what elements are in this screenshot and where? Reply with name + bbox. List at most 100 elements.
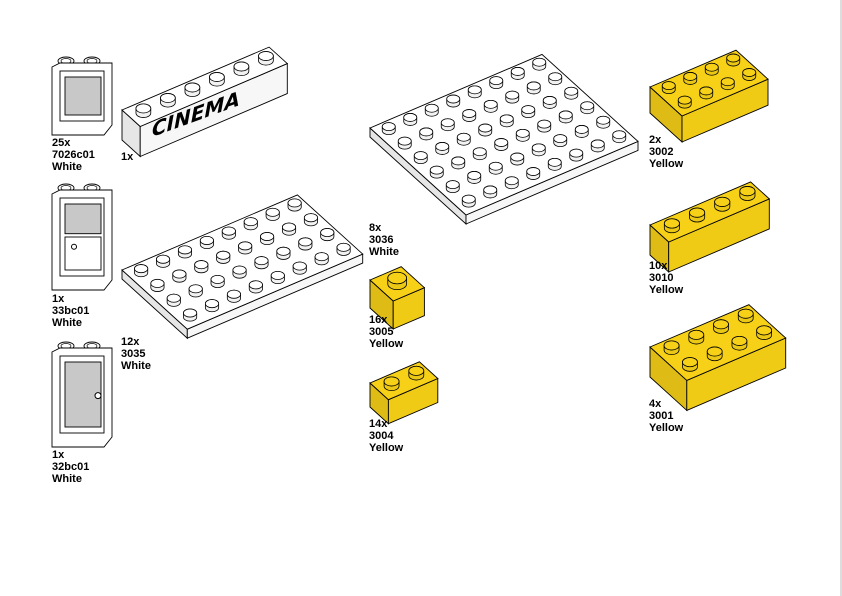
stud [688, 329, 705, 345]
brick-3004 [369, 361, 439, 425]
part-color: Yellow [369, 442, 404, 454]
stud [739, 186, 756, 201]
stud [737, 308, 754, 324]
stud [706, 346, 723, 362]
stud [704, 62, 719, 76]
stud [478, 123, 493, 137]
part-color: Yellow [649, 158, 684, 170]
stud [504, 176, 519, 190]
stud [265, 207, 280, 221]
page-edge [840, 0, 842, 596]
stud [547, 157, 562, 171]
part-color: White [52, 317, 82, 329]
stud [526, 167, 541, 180]
part-number: 3004 [369, 430, 394, 442]
stud [564, 86, 579, 100]
part-label-3004: 14x 3004 Yellow [369, 418, 403, 454]
part-number: 3001 [649, 410, 674, 422]
stud [731, 335, 748, 351]
part-color: White [121, 360, 151, 372]
stud [663, 340, 680, 355]
stud [510, 152, 525, 166]
stud [489, 76, 504, 90]
qty: 1x [52, 449, 65, 461]
stud [461, 194, 476, 208]
stud [526, 81, 541, 95]
stud [569, 148, 584, 162]
stud [183, 308, 198, 322]
stud [663, 218, 680, 234]
part-label-33bc01: 1x 33bc01 White [52, 293, 89, 329]
stud [287, 198, 302, 212]
brick-3001 [649, 304, 787, 412]
stud [135, 103, 152, 118]
stud [456, 132, 471, 146]
stud [160, 93, 176, 108]
door-33bc01 [51, 183, 113, 291]
part-color: White [369, 246, 399, 258]
stud [303, 213, 318, 227]
part-label-3035: 12x 3035 White [121, 336, 151, 372]
stud [292, 261, 307, 275]
stud [413, 151, 428, 165]
qty: 10x [649, 260, 668, 272]
stud [233, 61, 250, 76]
stud [166, 293, 181, 307]
stud [445, 180, 460, 194]
stud [276, 246, 291, 260]
stud [699, 86, 714, 100]
part-label-3005: 16x 3005 Yellow [369, 314, 403, 350]
stud [210, 274, 225, 288]
stud [683, 72, 698, 85]
stud [298, 237, 313, 251]
stud [574, 125, 589, 138]
part-label-3036: 8x 3036 White [369, 222, 399, 258]
stud [383, 376, 400, 392]
stud [505, 90, 520, 104]
stud [204, 299, 220, 313]
stud [515, 128, 530, 142]
part-label-3001: 4x 3001 Yellow [649, 398, 683, 434]
stud [199, 235, 214, 250]
stud [726, 53, 741, 67]
part-label-3002: 2x 3002 Yellow [649, 134, 683, 170]
qty: 1x [121, 151, 134, 163]
door-32bc01 [51, 341, 113, 448]
part-number: 3010 [649, 272, 674, 284]
stud [467, 85, 482, 99]
stud [499, 114, 514, 128]
qty: 14x [369, 418, 388, 430]
stud [194, 260, 209, 274]
stud [248, 280, 263, 294]
stud [742, 68, 757, 81]
stud [713, 319, 729, 334]
stud [446, 94, 461, 108]
window-pane [64, 76, 102, 116]
door-knob [94, 392, 102, 400]
stud [558, 110, 573, 124]
part-number: 33bc01 [52, 305, 90, 317]
stud [720, 77, 735, 91]
stud [510, 67, 525, 80]
part-number: 7026c01 [52, 149, 95, 161]
qty: 8x [369, 222, 382, 234]
brick-3002 [649, 49, 769, 144]
stud [451, 156, 466, 170]
stud [408, 365, 425, 381]
brick-cinema: CINEMA [121, 46, 289, 158]
stud [403, 113, 418, 126]
part-color: Yellow [649, 422, 684, 434]
stud [553, 134, 568, 148]
door-knob [71, 243, 77, 250]
brick-3005 [369, 266, 426, 331]
brick-3010 [649, 181, 771, 274]
window-pane [64, 203, 102, 235]
qty: 1x [52, 293, 65, 305]
stud [521, 105, 536, 119]
stud [462, 109, 477, 122]
stud [320, 228, 335, 242]
part-color: Yellow [649, 284, 684, 296]
stud [590, 139, 605, 153]
stud [134, 264, 149, 278]
stud [532, 57, 547, 71]
